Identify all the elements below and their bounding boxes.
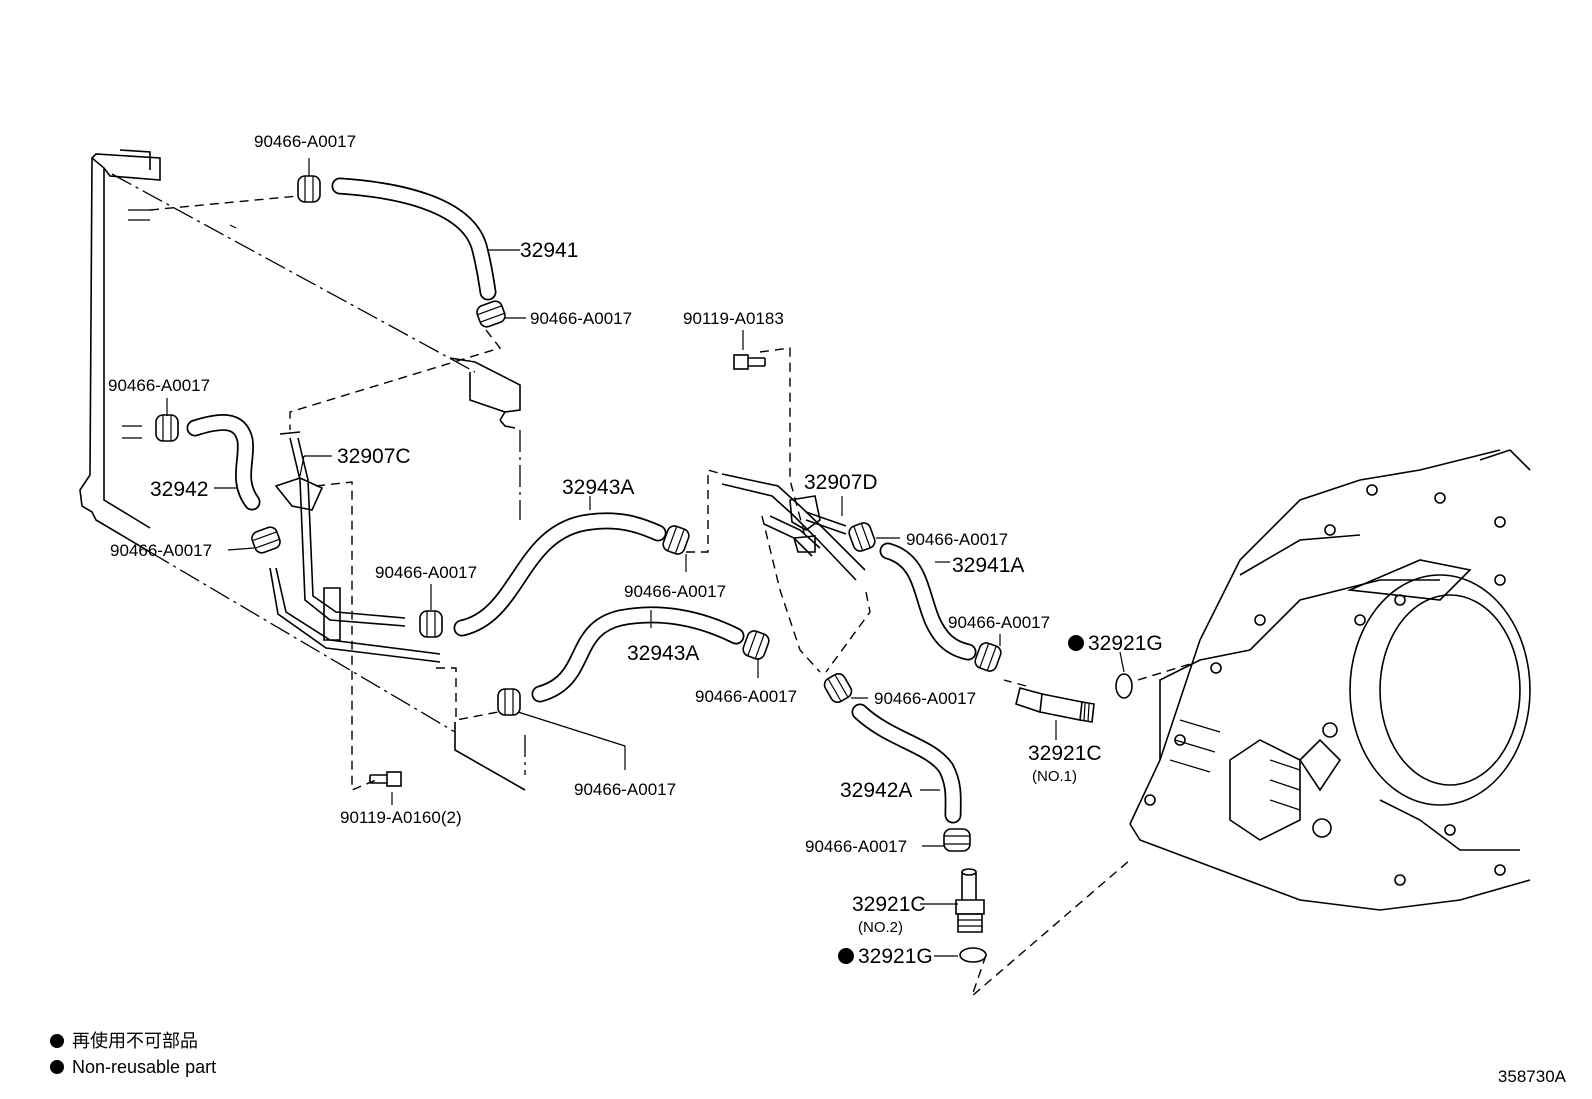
- label-hose-32943a-lower: 32943A: [627, 642, 699, 665]
- label-union-32921c-no2-note: (NO.2): [858, 919, 903, 936]
- label-clamp-32943a-lower-end: 90466-A0017: [695, 687, 797, 706]
- reference-code: 358730A: [1497, 1067, 1566, 1086]
- label-clamp-32942a-bottom: 90466-A0017: [805, 837, 907, 856]
- label-union-32921c-no1-note: (NO.1): [1032, 768, 1077, 785]
- label-hose-32942: 32942: [150, 478, 208, 501]
- union-32921c-no1-shape: [1015, 687, 1095, 723]
- legend-english-text: Non-reusable part: [72, 1057, 217, 1077]
- union-32921c-no2-shape: [955, 868, 985, 933]
- hose-32943a-lower-shape: [531, 606, 745, 703]
- label-clamp-top: 90466-A0017: [254, 132, 356, 151]
- label-hose-32941a: 32941A: [952, 554, 1024, 577]
- hose-32942a-shape: [851, 703, 962, 824]
- label-clamp-32942a-top: 90466-A0017: [874, 689, 976, 708]
- legend-english: Non-reusable part: [50, 1056, 216, 1078]
- bolt-shapes: [369, 354, 766, 787]
- label-clamp-32941a-end: 90466-A0017: [948, 613, 1050, 632]
- label-hose-32942a: 32942A: [840, 779, 912, 802]
- hose-32941-shape: [331, 177, 497, 301]
- hose-32941a-shape: [879, 542, 977, 661]
- pipe-32907d-shape: [721, 473, 866, 581]
- oring-shapes: [959, 673, 1133, 963]
- label-union-32921c-no2: 32921C: [852, 893, 926, 916]
- pipe-32907c-shape: [269, 431, 441, 663]
- label-union-32921c-no1: 32921C: [1028, 742, 1102, 765]
- label-pipe-32907d: 32907D: [804, 471, 878, 494]
- leader-lines: [166, 158, 1125, 957]
- transmission-case-drawing: [1129, 449, 1531, 911]
- label-clamp-32907d: 90466-A0017: [906, 530, 1008, 549]
- legend-japanese-text: 再使用不可部品: [72, 1031, 198, 1051]
- label-clamp-center: 90466-A0017: [375, 563, 477, 582]
- non-reusable-marker-lower: [838, 948, 854, 964]
- radiator-drawing: [79, 149, 526, 791]
- clamp-shapes: [155, 175, 1002, 852]
- label-oring-32921g-upper: 32921G: [1088, 632, 1163, 655]
- hose-32942-shape: [186, 413, 261, 511]
- part-labels: 90466-A0017 32941 90466-A0017 90119-A018…: [108, 132, 1163, 968]
- non-reusable-marker-upper: [1068, 635, 1084, 651]
- label-hose-32941: 32941: [520, 239, 578, 262]
- label-bolt-90119-a0160: 90119-A0160(2): [340, 808, 462, 827]
- label-clamp-32941-lower: 90466-A0017: [530, 309, 632, 328]
- hose-32943a-upper-shape: [453, 512, 667, 637]
- label-pipe-32907c: 32907C: [337, 445, 411, 468]
- label-hose-32943a-upper: 32943A: [562, 476, 634, 499]
- non-reusable-dot-icon: [50, 1034, 64, 1048]
- label-clamp-left: 90466-A0017: [108, 376, 210, 395]
- label-bolt-90119-a0183: 90119-A0183: [683, 309, 784, 328]
- legend-japanese: 再使用不可部品: [50, 1030, 198, 1052]
- label-clamp-32943a-end: 90466-A0017: [624, 582, 726, 601]
- label-clamp-left-lower: 90466-A0017: [110, 541, 212, 560]
- label-oring-32921g-lower: 32921G: [858, 945, 933, 968]
- non-reusable-dot-icon: [50, 1060, 64, 1074]
- label-clamp-bottom-left: 90466-A0017: [574, 780, 676, 799]
- dashed-connection-lines: [149, 195, 1191, 999]
